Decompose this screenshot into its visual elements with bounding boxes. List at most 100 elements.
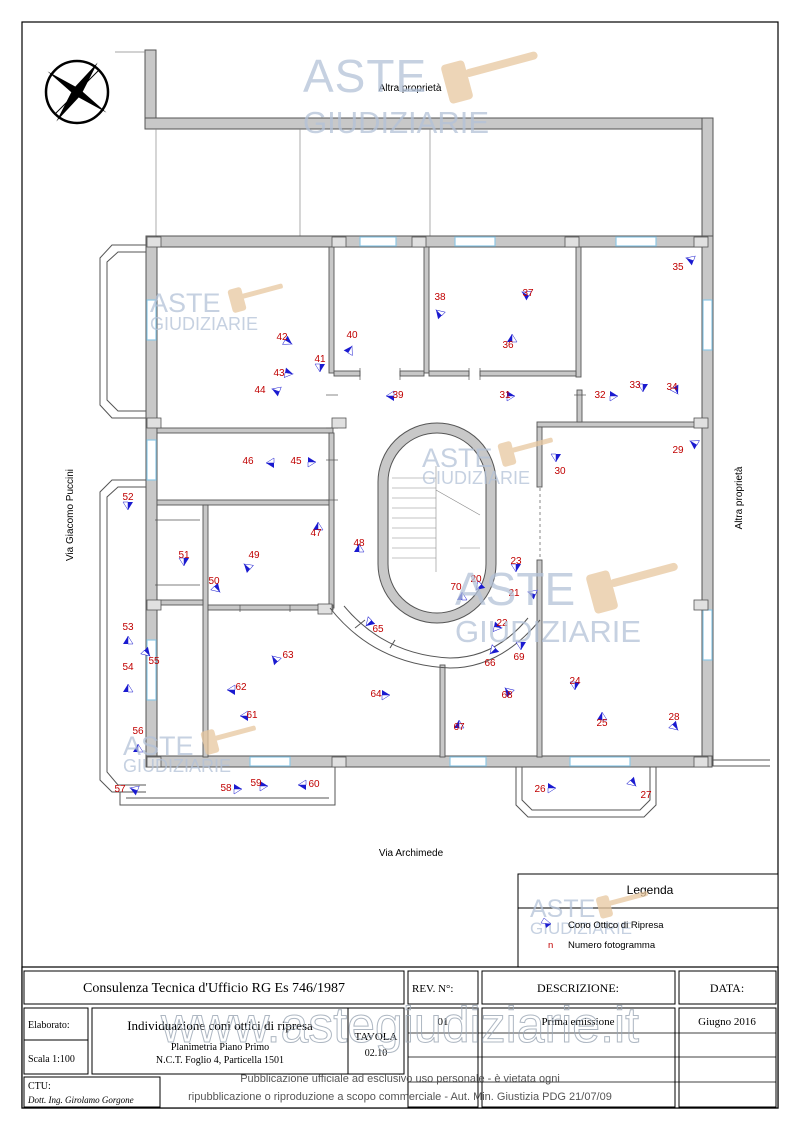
tavola-num: 02.10 [365, 1048, 388, 1059]
svg-text:GIUDIZIARIE: GIUDIZIARIE [303, 105, 489, 140]
photo-number: 41 [314, 354, 326, 365]
photo-number: 31 [499, 390, 511, 401]
photo-cone: 51 [178, 550, 190, 567]
photo-number: 60 [308, 779, 320, 790]
watermark-site: www.astegiudiziarie.it [160, 997, 639, 1053]
photo-cone: 43 [273, 367, 294, 379]
photo-number: 39 [392, 390, 404, 401]
photo-number: 69 [513, 652, 525, 663]
photo-cone: 27 [626, 776, 652, 801]
rev-num: 01 [438, 1016, 449, 1028]
photo-cone: 47 [310, 521, 324, 539]
elaborato-sub2: N.C.T. Foglio 4, Particella 1501 [156, 1055, 284, 1066]
windows [146, 236, 713, 767]
photo-number: 38 [434, 292, 446, 303]
photo-cone: 38 [434, 292, 446, 320]
label-left: Via Giacomo Puccini [65, 469, 76, 561]
watermark-notice-2: ripubblicazione o riproduzione a scopo c… [188, 1091, 612, 1103]
photo-number: 57 [114, 784, 126, 795]
gavel-icon [586, 562, 678, 614]
photo-cone: 42 [276, 332, 293, 345]
legend-cone-label: Cono Ottico di Ripresa [568, 920, 664, 931]
photo-cone: 62 [226, 682, 247, 695]
photo-cone: 57 [114, 784, 140, 796]
photo-number: 56 [132, 726, 144, 737]
gavel-icon [441, 51, 538, 104]
photo-cone: 29 [672, 440, 700, 456]
gavel-icon [200, 725, 256, 755]
photo-cone: 33 [629, 380, 648, 393]
rev-date: Giugno 2016 [698, 1016, 756, 1028]
elaborato-label: Elaborato: [28, 1020, 70, 1031]
rev-desc: Prima emissione [541, 1016, 614, 1028]
legend-n-symbol: n [548, 940, 553, 951]
photo-cone: 52 [122, 492, 134, 511]
watermark-center: ASTE GIUDIZIARIE [455, 562, 678, 649]
photo-cone: 53 [122, 622, 134, 645]
gavel-icon [497, 437, 553, 467]
label-bottom: Via Archimede [379, 848, 444, 859]
photo-cone: 44 [254, 385, 282, 397]
photo-cone: 22 [492, 618, 508, 632]
courtyard-lines [115, 51, 431, 236]
curved-wall [329, 605, 541, 669]
photo-number: 51 [178, 550, 190, 561]
tavola-label: TAVOLA [355, 1031, 398, 1043]
photo-cone: 37 [521, 288, 534, 301]
watermark-top: ASTE GIUDIZIARIE [303, 50, 538, 140]
svg-text:GIUDIZIARIE: GIUDIZIARIE [455, 614, 641, 649]
photo-cone: 24 [569, 676, 581, 691]
photo-number: 67 [453, 722, 465, 733]
photo-number: 27 [640, 790, 652, 801]
photo-cone: 40 [343, 330, 358, 356]
elaborato-title: Individuazione coni ottici di ripresa [127, 1018, 313, 1033]
svg-text:GIUDIZIARIE: GIUDIZIARIE [422, 468, 530, 488]
data-header: DATA: [710, 981, 744, 995]
door-marks [155, 368, 586, 612]
photo-number: 46 [242, 456, 254, 467]
photo-number: 24 [569, 676, 581, 687]
photo-number: 45 [290, 456, 302, 467]
svg-text:ASTE: ASTE [123, 731, 194, 761]
photo-number: 47 [310, 528, 322, 539]
photo-cone: 34 [666, 382, 679, 395]
watermark-legend: ASTE GIUDIZIARIE [530, 891, 648, 938]
photo-number: 44 [254, 385, 266, 396]
photo-cone: 49 [243, 550, 260, 573]
svg-text:ASTE: ASTE [303, 50, 427, 102]
photo-cone: 26 [534, 783, 557, 795]
photo-cone: 67 [453, 719, 465, 733]
photo-cone: 68 [501, 687, 515, 701]
photo-cone: 36 [502, 333, 518, 351]
photo-number: 34 [666, 382, 678, 393]
photo-cone: 69 [513, 641, 526, 663]
photo-number: 58 [220, 783, 232, 794]
photo-number: 61 [246, 710, 258, 721]
label-top: Altra proprietà [379, 83, 442, 94]
photo-number: 21 [508, 588, 520, 599]
photo-number: 49 [248, 550, 260, 561]
photo-number: 32 [594, 390, 606, 401]
photo-number: 35 [672, 262, 684, 273]
svg-text:GIUDIZIARIE: GIUDIZIARIE [150, 314, 258, 334]
svg-text:GIUDIZIARIE: GIUDIZIARIE [123, 756, 231, 776]
photo-number: 40 [346, 330, 358, 341]
photo-number: 54 [122, 662, 134, 673]
elaborato-sub1: Planimetria Piano Primo [171, 1042, 269, 1053]
cone-legend-icon [540, 917, 552, 928]
ctu-name: Dott. Ing. Girolamo Gorgone [27, 1095, 134, 1105]
photo-number: 59 [250, 778, 262, 789]
photo-cone: 41 [314, 354, 326, 373]
photo-cone: 31 [499, 390, 516, 402]
photo-number: 29 [672, 445, 684, 456]
consulenza-title: Consulenza Tecnica d'Ufficio RG Es 746/1… [83, 981, 345, 996]
photo-number: 43 [273, 368, 285, 379]
gavel-icon [227, 283, 283, 313]
legend-n-label: Numero fotogramma [568, 940, 656, 951]
watermark-bottom-left: ASTE GIUDIZIARIE [123, 725, 256, 776]
photo-cone: 46 [242, 456, 275, 468]
photo-cone: 32 [594, 390, 619, 402]
photo-number: 68 [501, 690, 513, 701]
